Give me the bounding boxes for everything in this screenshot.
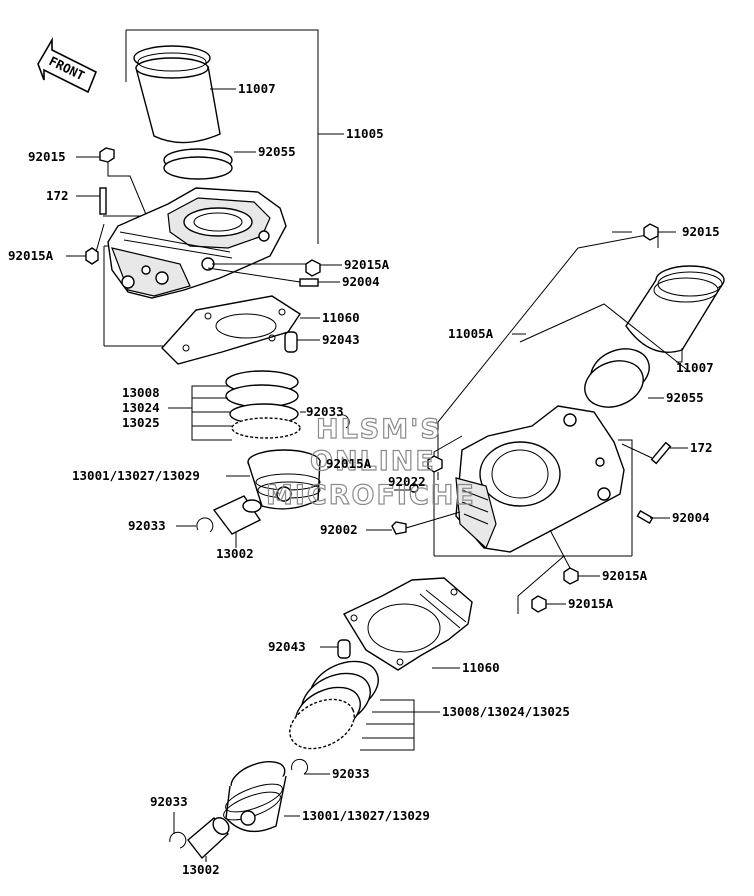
watermark: HLSM'S ONLINE MICROFICHE: [265, 413, 476, 511]
label-92033-lower-left: 92033: [150, 794, 188, 809]
label-92004-upper: 92004: [342, 274, 380, 289]
upper-piston-rings: [225, 370, 301, 439]
label-13001-lower: 13001/13027/13029: [302, 808, 430, 823]
label-13008-upper: 13008: [122, 385, 160, 400]
label-92015a-left: 92015A: [8, 248, 54, 263]
label-92015a-center: 92015A: [326, 456, 372, 471]
upper-dowel-92043: [284, 331, 298, 353]
upper-bolt-92015: [99, 147, 115, 163]
lower-piston-rings: [289, 660, 379, 750]
label-92033-lower-right: 92033: [332, 766, 370, 781]
label-11060-lower: 11060: [462, 660, 500, 675]
upper-base-gasket: [161, 295, 301, 365]
label-11005: 11005: [346, 126, 384, 141]
upper-dowel-172: [99, 187, 107, 215]
lower-piston-pin: [187, 817, 230, 860]
label-92033-upper-right: 92033: [306, 404, 344, 419]
lower-cylinder-sleeve: [625, 265, 725, 353]
watermark-line-1: HLSM'S: [316, 414, 442, 445]
lower-piston: [223, 761, 287, 833]
upper-cylinder-sleeve: [133, 45, 221, 144]
front-direction-arrow: FRONT: [37, 37, 98, 94]
label-172-upper: 172: [46, 188, 69, 203]
label-13001-upper: 13001/13027/13029: [72, 468, 200, 483]
label-92015-upper: 92015: [28, 149, 66, 164]
label-92004-lower: 92004: [672, 510, 710, 525]
label-13002-upper: 13002: [216, 546, 254, 561]
label-92015a-lower-2: 92015A: [568, 596, 614, 611]
lower-cylinder-block: [455, 405, 625, 553]
label-92043-upper: 92043: [322, 332, 360, 347]
label-11060-upper: 11060: [322, 310, 360, 325]
label-13025-upper: 13025: [122, 415, 160, 430]
label-92015a-right: 92015A: [344, 257, 390, 272]
upper-piston: [247, 449, 321, 510]
label-11005a: 11005A: [448, 326, 494, 341]
label-11007-lower: 11007: [676, 360, 714, 375]
upper-cylinder-block: [107, 187, 287, 299]
label-13008-lower: 13008/13024/13025: [442, 704, 570, 719]
label-92002: 92002: [320, 522, 358, 537]
lower-base-gasket: [342, 577, 473, 671]
label-92055-lower: 92055: [666, 390, 704, 405]
lower-o-rings: [584, 348, 650, 408]
label-13024-upper: 13024: [122, 400, 160, 415]
label-92033-upper-left: 92033: [128, 518, 166, 533]
label-172-lower: 172: [690, 440, 713, 455]
label-92055-upper: 92055: [258, 144, 296, 159]
upper-o-rings: [163, 148, 233, 180]
lower-dowel-92043: [337, 639, 351, 659]
label-13002-lower: 13002: [182, 862, 220, 877]
label-92022: 92022: [388, 474, 426, 489]
label-92015a-lower-1: 92015A: [602, 568, 648, 583]
watermark-line-2: ONLINE: [310, 446, 436, 477]
label-11007-upper: 11007: [238, 81, 276, 96]
upper-piston-pin: [212, 495, 262, 535]
label-92015-lower: 92015: [682, 224, 720, 239]
label-92043-lower: 92043: [268, 639, 306, 654]
watermark-line-3: MICROFICHE: [266, 480, 476, 511]
